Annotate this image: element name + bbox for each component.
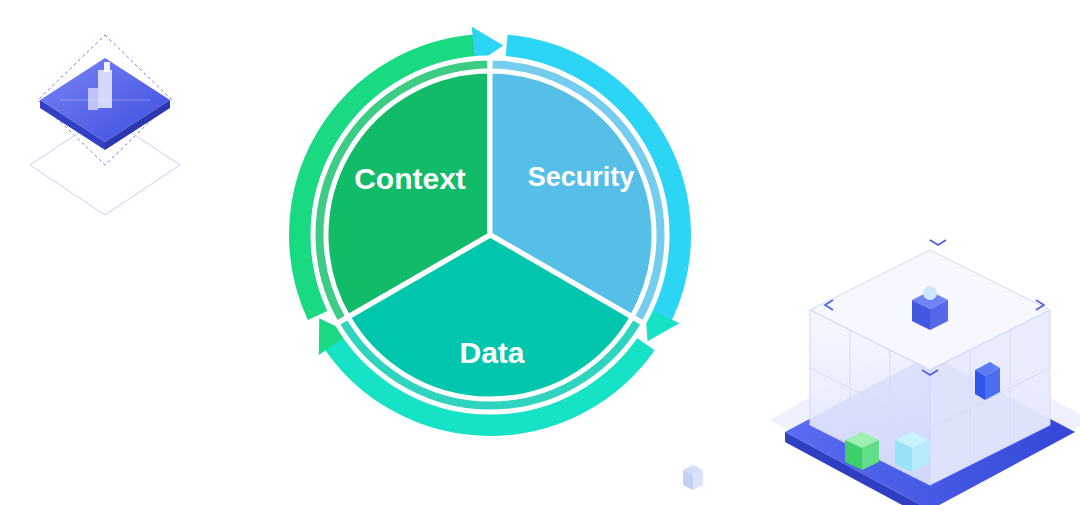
sector-label-wrap: Data	[459, 336, 524, 369]
cube-illustration	[770, 240, 1080, 505]
small-cube	[683, 465, 703, 490]
tile-illustration	[30, 35, 180, 215]
sector-shape	[337, 235, 644, 412]
sector-label: Context	[354, 162, 466, 195]
cycle-sector: Data	[337, 235, 644, 412]
sector-label-wrap: Context	[354, 162, 466, 195]
sector-label: Data	[459, 336, 524, 369]
sector-label-wrap: Security	[528, 163, 635, 193]
sector-label: Security	[528, 163, 635, 193]
